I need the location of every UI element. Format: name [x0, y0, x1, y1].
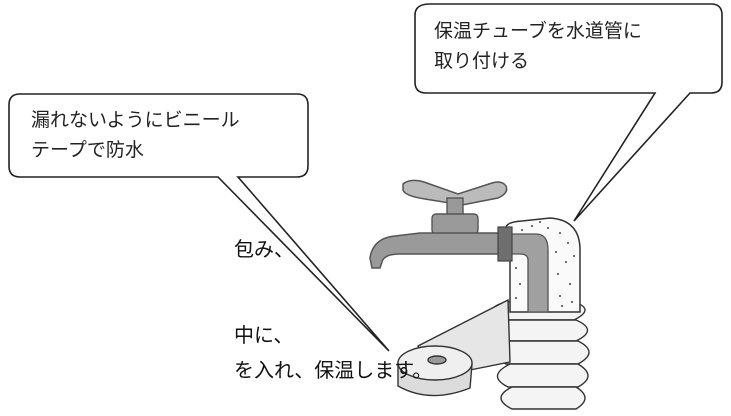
callout-right-line1: 保温チューブを水道管に [434, 20, 642, 42]
callout-right-line2: 取り付ける [434, 50, 530, 72]
body-text-line-3: を入れ、保温します。 [234, 358, 433, 382]
pipe-coupling [497, 226, 513, 262]
callout-right: 保温チューブを水道管に取り付ける [434, 16, 642, 76]
water-pipe [503, 233, 549, 313]
callout-bubble-left [8, 93, 390, 352]
callout-bubble-right [414, 3, 723, 222]
faucet-body [369, 232, 506, 269]
body-text-line-1: 包み、 [234, 237, 294, 261]
tape-roll [397, 298, 511, 397]
callout-left: 漏れないようにビニールテープで防水 [31, 105, 240, 165]
body-text-line-2: 中に、 [234, 323, 294, 347]
faucet-stem [446, 197, 464, 216]
callout-left-line2: テープで防水 [31, 139, 144, 161]
faucet-handle [402, 179, 508, 206]
callout-left-line1: 漏れないようにビニール [31, 109, 240, 131]
insulation-texture [515, 221, 575, 307]
faucet-nut [431, 213, 479, 235]
